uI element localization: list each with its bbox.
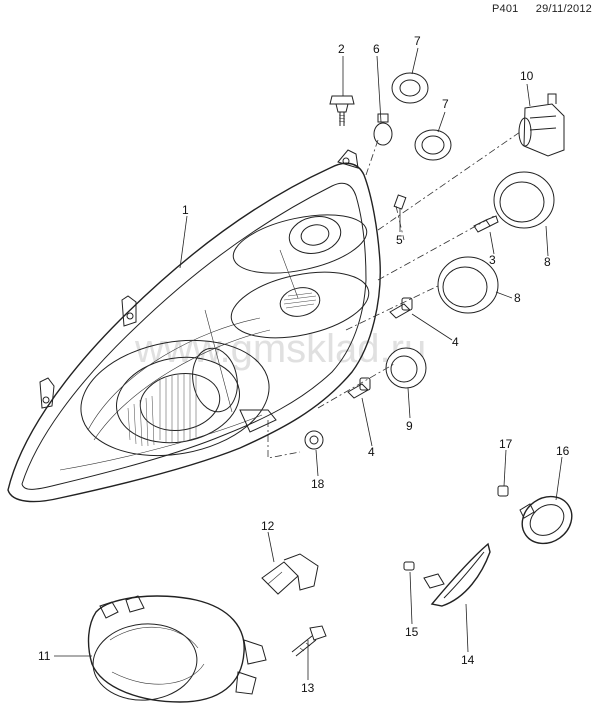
- label-7-lower: 7: [442, 97, 449, 111]
- label-4-upper: 4: [452, 335, 459, 349]
- page-date: 29/11/2012: [535, 3, 592, 15]
- label-1: 1: [182, 203, 189, 217]
- cover-part-8-lower: [437, 256, 499, 314]
- bulb-part-4-lower: [347, 377, 371, 399]
- side-marker-part-14: [423, 542, 491, 607]
- clip-part-5: [393, 194, 407, 210]
- side-marker-part-16: [519, 495, 573, 545]
- bolt-part-2: [329, 95, 355, 126]
- watermark: www.gmsklad.ru: [134, 327, 426, 371]
- page-code: P401: [491, 3, 519, 15]
- label-12: 12: [261, 519, 275, 533]
- fog-lamp: [87, 595, 267, 703]
- label-18: 18: [311, 477, 325, 491]
- label-4-lower: 4: [368, 445, 375, 459]
- bulb-part-17: [497, 485, 509, 497]
- bulb-part-3: [473, 215, 499, 233]
- label-13: 13: [301, 681, 315, 695]
- label-16: 16: [556, 444, 570, 458]
- bulb-part-4-upper: [389, 297, 413, 319]
- label-3: 3: [489, 253, 496, 267]
- label-15: 15: [405, 625, 419, 639]
- label-17: 17: [499, 437, 513, 451]
- label-7-upper: 7: [414, 34, 421, 48]
- page-header: P401 29/11/2012: [492, 3, 592, 15]
- screw-part-13: [291, 625, 327, 657]
- headlamp-housing: [7, 149, 381, 503]
- label-14: 14: [461, 653, 475, 667]
- cap-part-6: [373, 113, 393, 146]
- ring-part-9: [385, 347, 427, 389]
- label-8-upper: 8: [544, 255, 551, 269]
- label-9: 9: [406, 419, 413, 433]
- label-8-lower: 8: [514, 291, 521, 305]
- label-2: 2: [338, 42, 345, 56]
- grommet-part-7-upper: [391, 72, 429, 104]
- label-6: 6: [373, 42, 380, 56]
- socket-part-18: [304, 430, 324, 450]
- part-number-labels: 2 6 7 7 10 1 5 3 8 8 4 4 9 18 17 16 12 1…: [38, 34, 570, 695]
- label-10: 10: [520, 69, 534, 83]
- fog-bulb-part-12: [261, 553, 319, 595]
- lamp-socket-part-10: [518, 93, 565, 157]
- label-5: 5: [396, 233, 403, 247]
- cover-part-8-upper: [493, 171, 555, 229]
- leader-lines: [54, 47, 563, 680]
- label-11: 11: [38, 649, 51, 663]
- grommet-part-7-lower: [414, 129, 452, 161]
- bulb-part-15: [403, 561, 415, 571]
